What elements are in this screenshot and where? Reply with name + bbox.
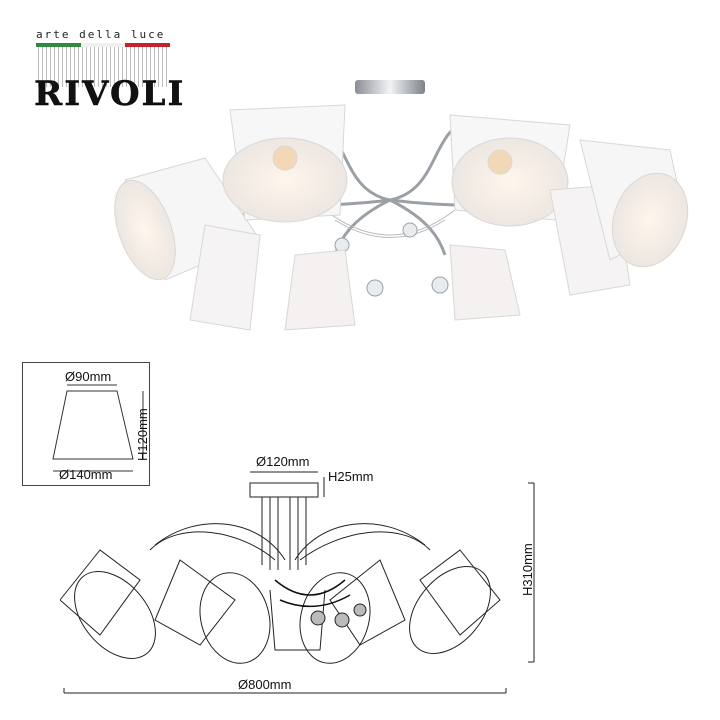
total-diameter-label: Ø800mm	[238, 677, 292, 692]
brand-name: RIVOLI	[34, 74, 186, 114]
brand-logo: arte della luce RIVOLI	[32, 28, 184, 118]
canopy-height-label: H25mm	[328, 469, 374, 484]
canopy-diameter-label: Ø120mm	[256, 454, 310, 469]
total-height-label: H310mm	[520, 543, 535, 596]
brand-tagline: arte della luce	[36, 28, 166, 41]
shade-bottom-diameter-label: Ø140mm	[59, 467, 113, 482]
fixture-dimension-diagram: Ø120mm H25mm H310mm Ø800mm	[60, 450, 560, 700]
logo-barcode-lines	[38, 47, 168, 87]
italian-flag-stripe	[36, 43, 171, 47]
shade-top-diameter-label: Ø90mm	[65, 369, 112, 384]
product-photo	[110, 70, 700, 340]
shade-dimension-diagram: Ø90mm H120mm Ø140mm	[22, 362, 150, 486]
